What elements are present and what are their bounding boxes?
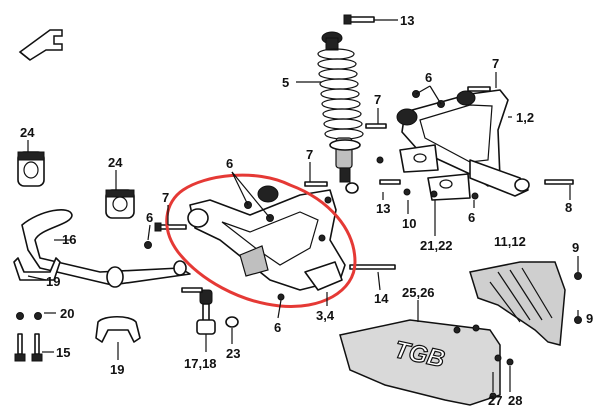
shock-absorber	[317, 31, 364, 194]
callout-20: 20	[60, 306, 74, 321]
front-direction-icon	[18, 29, 63, 61]
callout-11-12: 11,12	[494, 234, 526, 249]
bracket-19-bottom	[95, 315, 141, 343]
bolts-15	[14, 333, 43, 362]
callout-27: 27	[488, 393, 502, 408]
callout-1-2: 1,2	[516, 110, 534, 125]
link-bolt	[181, 287, 203, 293]
callout-13-top: 13	[400, 13, 414, 28]
bracket-19-top	[13, 257, 61, 281]
lower-arm-bolts	[144, 181, 396, 270]
callout-7-center: 7	[306, 147, 313, 162]
callout-9-a: 9	[572, 240, 579, 255]
callout-13-mid: 13	[376, 201, 390, 216]
callout-6-right: 6	[468, 210, 475, 225]
callout-10: 10	[402, 216, 416, 231]
bushing-24-left	[17, 151, 45, 187]
callout-14: 14	[374, 291, 389, 306]
callout-7-top: 7	[492, 56, 499, 71]
leader-lines	[27, 19, 579, 392]
callout-17-18: 17,18	[184, 356, 217, 371]
callout-6-top: 6	[425, 70, 432, 85]
callout-16: 16	[62, 232, 76, 247]
callout-24-mid: 24	[108, 155, 123, 170]
stabilizer-bar	[21, 209, 191, 288]
callout-25-26: 25,26	[402, 285, 435, 300]
callout-24-left: 24	[20, 125, 35, 140]
callout-6-bottom: 6	[274, 320, 281, 335]
bolt-13-top	[343, 14, 375, 25]
callout-19-bottom: 19	[110, 362, 124, 377]
guard-plate-11-12	[469, 261, 582, 346]
washer-23	[225, 316, 239, 328]
callout-7-left: 7	[162, 190, 169, 205]
upper-a-arm	[396, 89, 530, 201]
nuts-20	[16, 312, 42, 320]
upper-arm-hardware	[365, 86, 574, 200]
callout-19-top: 19	[46, 274, 60, 289]
callout-8: 8	[565, 200, 572, 215]
callout-7-mid: 7	[374, 92, 381, 107]
callout-28: 28	[508, 393, 522, 408]
callout-21-22: 21,22	[420, 238, 453, 253]
stabilizer-link	[196, 289, 216, 335]
callout-6-left: 6	[146, 210, 153, 225]
callout-5: 5	[282, 75, 289, 90]
callout-15: 15	[56, 345, 70, 360]
lower-a-arm	[187, 185, 346, 301]
callout-9-b: 9	[586, 311, 593, 326]
skid-plate-25-26: TGB	[339, 319, 514, 406]
callout-23: 23	[226, 346, 240, 361]
callout-labels: 13 5 6 7 7 1,2 24 24 6 7 7 6 16 13 10 6 …	[20, 13, 593, 408]
highlight-circle	[165, 173, 357, 309]
callout-6-center: 6	[226, 156, 233, 171]
callout-3-4: 3,4	[316, 308, 335, 323]
bushing-24-mid	[105, 189, 135, 219]
